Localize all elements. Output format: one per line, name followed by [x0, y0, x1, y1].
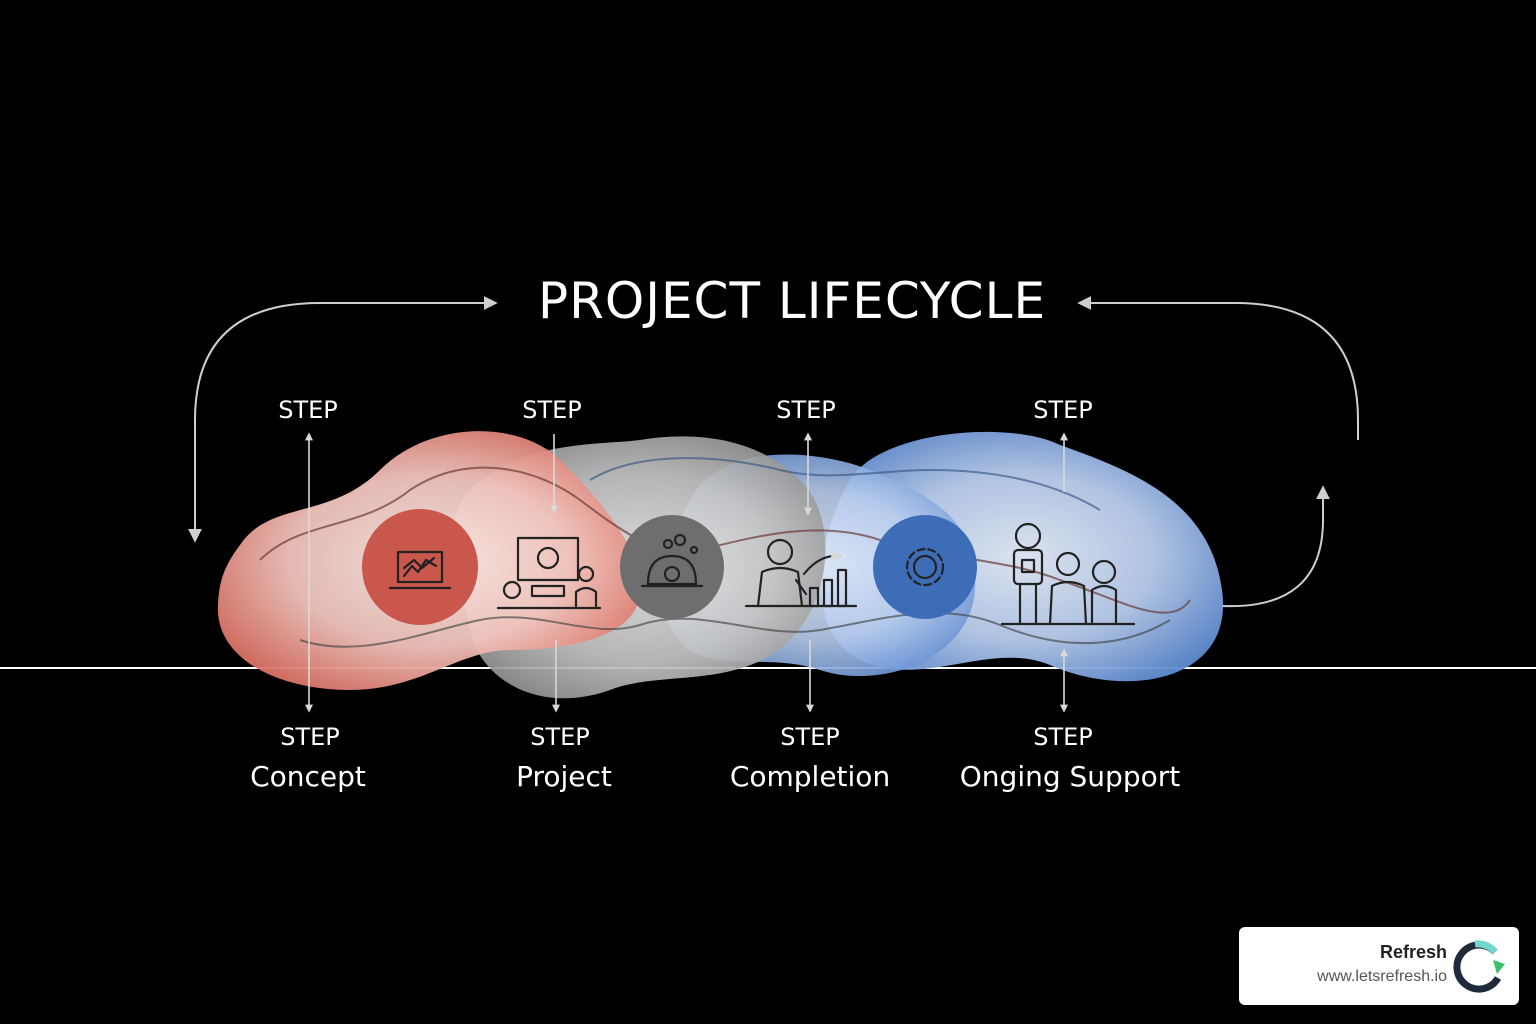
- step-top-label: STEP: [776, 396, 836, 424]
- gear-icon: [905, 547, 945, 587]
- step-bottom-label: STEP: [280, 723, 340, 751]
- gauge-icon: [640, 533, 704, 588]
- brand-name: Refresh: [1379, 942, 1447, 962]
- step-concept: STEP STEP Concept: [250, 396, 366, 793]
- step-support: STEP STEP Onging Support: [960, 396, 1180, 793]
- brand-url: www.letsrefresh.io: [1317, 968, 1447, 985]
- step-top-label: STEP: [522, 396, 582, 424]
- step-name: Project: [516, 760, 612, 793]
- presenter-growth-icon: [744, 538, 858, 608]
- loop-arrow-left: [194, 296, 498, 540]
- step-completion: STEP STEP Completion: [730, 396, 890, 793]
- node-support: [873, 515, 977, 619]
- laptop-chart-icon: [388, 550, 452, 590]
- brand-card[interactable]: Refresh www.letsrefresh.io: [1239, 927, 1519, 1005]
- blob-contour-b: [299, 611, 1171, 648]
- step-project: STEP STEP Project: [516, 396, 612, 793]
- refresh-ring-logo: [1453, 940, 1505, 993]
- step-top-label: STEP: [278, 396, 338, 424]
- step-bottom-label: STEP: [780, 723, 840, 751]
- stage-blobs: [217, 431, 1224, 699]
- family-support-icon: [1000, 522, 1136, 626]
- step-bottom-label: STEP: [530, 723, 590, 751]
- step-name: Concept: [250, 760, 366, 793]
- step-bottom-label: STEP: [1033, 723, 1093, 751]
- blob-contour-c: [589, 457, 1101, 511]
- step-name: Onging Support: [960, 760, 1180, 793]
- step-top-label: STEP: [1033, 396, 1093, 424]
- team-workstation-icon: [496, 536, 602, 610]
- loop-arrow-right: [1077, 296, 1359, 440]
- exit-arrow: [1221, 485, 1330, 608]
- page-title: PROJECT LIFECYCLE: [538, 272, 1046, 330]
- step-name: Completion: [730, 760, 890, 793]
